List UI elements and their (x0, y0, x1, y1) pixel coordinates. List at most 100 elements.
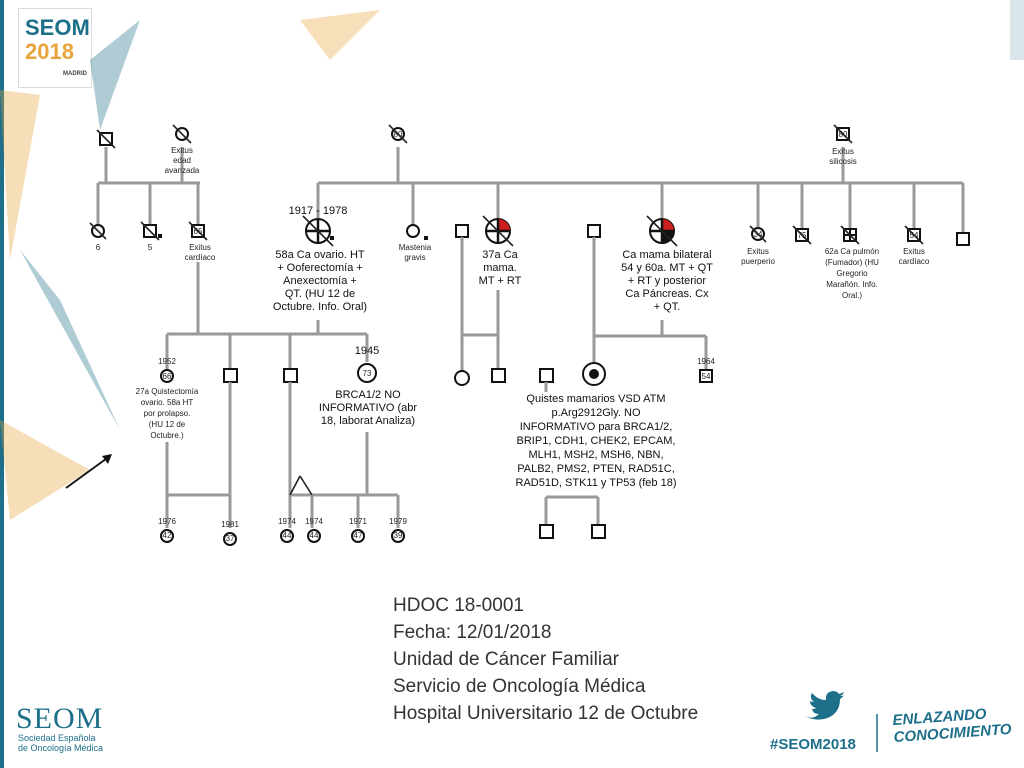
text-line: 58a Ca ovario. HT (275, 249, 365, 261)
gen2-drops (96, 183, 965, 232)
gen3-female-73 (357, 363, 377, 383)
sibling-count-6: 6 (96, 243, 101, 252)
text-line: + QT. (654, 301, 681, 313)
gen4-female-42 (160, 529, 174, 543)
text-line: cardíaco (185, 253, 216, 262)
text-line: (Fumador) (HU (825, 258, 879, 267)
text-line: + Ooferectomía + (277, 262, 363, 274)
text-line: 37a Ca (482, 249, 518, 261)
age-54: 54 (702, 372, 711, 381)
gen3-male-54 (699, 369, 713, 383)
logo-city: MADRID (63, 71, 87, 77)
text-line: Octubre. Info. Oral) (273, 301, 367, 313)
case-service: Servicio de Oncología Médica (393, 676, 646, 697)
years-1917-1978: 1917 - 1978 (289, 205, 348, 217)
gen1-age-left: 80 (394, 130, 403, 139)
gen2-spouse-male-b (587, 224, 601, 238)
ovary-cancer-note: 58a Ca ovario. HT+ Ooferectomía +Anexect… (273, 249, 367, 313)
gen4-female-47 (351, 529, 365, 543)
text-line: edad (173, 156, 191, 165)
text-line: avanzada (165, 166, 200, 175)
gen3-male-c (491, 368, 506, 383)
case-date: Fecha: 12/01/2018 (393, 622, 552, 643)
text-line: Exitus (171, 146, 193, 155)
age-54-b: 54 (910, 231, 919, 240)
gen4-female-44a (280, 529, 294, 543)
arrow-line (65, 455, 111, 489)
seom-2018-logo: SEOM 2018 MADRID (18, 8, 92, 88)
age-42: 42 (163, 531, 172, 540)
text-line: BRIP1, CDH1, CHEK2, EPCAM, (517, 435, 676, 447)
text-line: + RT y posterior (628, 275, 706, 287)
text-line: Marañón. Info. (826, 280, 878, 289)
age-44b: 44 (310, 531, 319, 540)
gen4-female-39 (391, 529, 405, 543)
case-id: HDOC 18-0001 (393, 595, 524, 616)
gen2-male-last (956, 232, 970, 246)
year-1974b: 1974 (305, 517, 323, 526)
decorative-strokes (0, 10, 380, 520)
text-line: MT + RT (479, 275, 522, 287)
year-1945: 1945 (355, 345, 379, 357)
gen2-symbols (89, 215, 970, 372)
text-line: Exitus (903, 247, 925, 256)
text-line: BRCA1/2 NO (335, 389, 401, 401)
gen4-male-b (591, 524, 606, 539)
text-line: RAD51D, STK11 y TP53 (feb 18) (516, 477, 677, 489)
text-line: cardíaco (899, 257, 930, 266)
gen3-male-spouse (539, 368, 554, 383)
text-line: Exitus (832, 147, 854, 156)
text-line: puerperio (741, 257, 775, 266)
year-1971: 1971 (349, 517, 367, 526)
gen3-male-b (283, 368, 298, 383)
gen3-female-66 (160, 369, 174, 383)
age-44a: 44 (283, 531, 292, 540)
text-line: gravis (404, 253, 425, 262)
right-border (1010, 0, 1024, 60)
seom-subtitle: Sociedad Española de Oncología Médica (18, 733, 104, 753)
text-line: 27a Quistectomía (136, 387, 199, 396)
twitter-icon (805, 691, 844, 720)
sibling-count-5: 5 (148, 243, 153, 252)
gen2-mastenia (406, 224, 420, 238)
gen4-male-a (539, 524, 554, 539)
gen4-female-44b (307, 529, 321, 543)
text-line: INFORMATIVO (abr (319, 402, 418, 414)
year-1964: 1964 (697, 357, 715, 366)
year-1981: 1981 (221, 520, 239, 529)
gen4-female-37 (223, 532, 237, 546)
age-34: 34 (754, 230, 763, 239)
gen2-spouse-male (455, 224, 469, 238)
seom-logo: SEOM (16, 702, 104, 735)
text-line: p.Arg2912Gly. NO (551, 407, 641, 419)
text-line: Ca Páncreas. Cx (625, 288, 709, 300)
gen4-labels: 1976 1981 1974 1974 1971 1979 42 37 44 4… (158, 517, 407, 543)
gen1-symbols (96, 124, 853, 149)
gen3-male-a (223, 368, 238, 383)
age-39: 39 (394, 531, 403, 540)
text-line: PALB2, PMS2, PTEN, RAD51C, (517, 463, 675, 475)
text-line: silicosis (829, 157, 857, 166)
text-line: Mastenia (399, 243, 432, 252)
gen1-age-right: 80 (839, 130, 848, 139)
gen4-symbols (160, 524, 606, 546)
year-1952: 1952 (158, 357, 176, 366)
year-1979: 1979 (389, 517, 407, 526)
text-line: 54 y 60a. MT + QT (621, 262, 713, 274)
case-hospital: Hospital Universitario 12 de Octubre (393, 703, 699, 724)
text-line: QT. (HU 12 de (285, 288, 355, 300)
